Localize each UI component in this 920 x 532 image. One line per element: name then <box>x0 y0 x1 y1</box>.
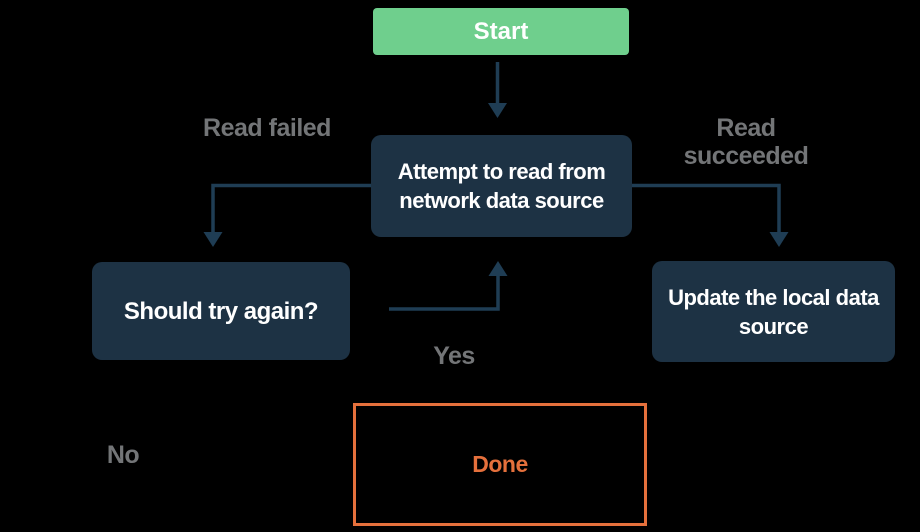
arrowhead-down-icon <box>203 232 223 247</box>
node-attempt-read-label-line1: Attempt to read from <box>397 159 606 184</box>
edge-label-yes: Yes <box>414 342 494 370</box>
node-start: Start <box>373 8 629 55</box>
edge-label-no: No <box>83 441 163 469</box>
arrowhead-down-icon <box>769 232 789 247</box>
node-should-try-again-label: Should try again? <box>123 297 319 325</box>
edge-label-yes-text: Yes <box>433 342 475 370</box>
edge-label-read-succeeded-line1: Read <box>716 114 776 142</box>
node-attempt-read: Attempt to read from network data source <box>371 135 632 237</box>
edge-label-read-succeeded: Read succeeded <box>676 114 816 170</box>
edge-label-read-failed: Read failed <box>197 114 337 142</box>
node-update-local-data-label-line1: Update the local data <box>668 284 879 310</box>
edge-label-read-succeeded-line2: succeeded <box>683 142 809 170</box>
edge-label-read-failed-line1: Read <box>203 114 263 142</box>
connector-attempt-to-update <box>632 183 789 247</box>
node-update-local-data-label-line2: source <box>738 313 809 339</box>
edge-label-read-failed-line2: failed <box>268 114 332 142</box>
node-done-label: Done <box>472 451 528 477</box>
node-attempt-read-label-line2: network data source <box>399 188 604 213</box>
edge-label-no-text: No <box>106 441 140 469</box>
node-start-label: Start <box>473 18 529 45</box>
node-update-local-data: Update the local data source <box>652 261 895 362</box>
arrowhead-down-icon <box>488 103 507 118</box>
node-done: Done <box>353 403 647 526</box>
arrowhead-up-icon <box>488 261 508 276</box>
connector-attempt-to-retry <box>203 183 371 247</box>
connector-start-to-attempt <box>488 62 507 118</box>
node-should-try-again: Should try again? <box>92 262 350 360</box>
connector-yes-to-attempt <box>389 261 508 311</box>
